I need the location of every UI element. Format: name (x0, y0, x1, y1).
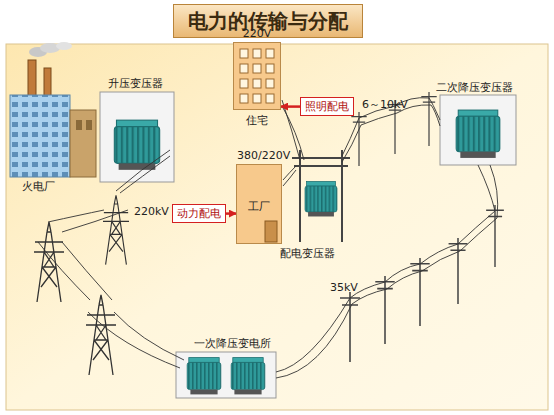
text-label: 35kV (330, 282, 358, 294)
text-label: 火电厂 (22, 181, 55, 193)
callout-box: 动力配电 (172, 204, 226, 223)
text-label: 6～10kV (362, 99, 408, 111)
building-windows (234, 43, 280, 109)
callout-box: 照明配电 (300, 97, 354, 116)
voltage-label: 220V (243, 27, 272, 40)
factory-building: 380/220V工厂 (236, 164, 282, 244)
node-text: 照明配电 (305, 100, 349, 113)
arrow-connector (281, 105, 300, 108)
voltage-label: 380/220V (237, 149, 290, 162)
node-text: 工厂 (248, 199, 270, 214)
text-label: 220kV (134, 206, 169, 218)
residential-building: 220V住宅 (233, 42, 281, 110)
text-label: 配电变压器 (280, 248, 335, 260)
text-label: 一次降压变电所 (194, 338, 271, 350)
node-text: 动力配电 (177, 207, 221, 220)
text-label: 升压变压器 (108, 78, 163, 90)
text-label: 二次降压变压器 (436, 82, 513, 94)
node-text: 住宅 (246, 113, 268, 128)
arrow-connector (226, 212, 236, 215)
